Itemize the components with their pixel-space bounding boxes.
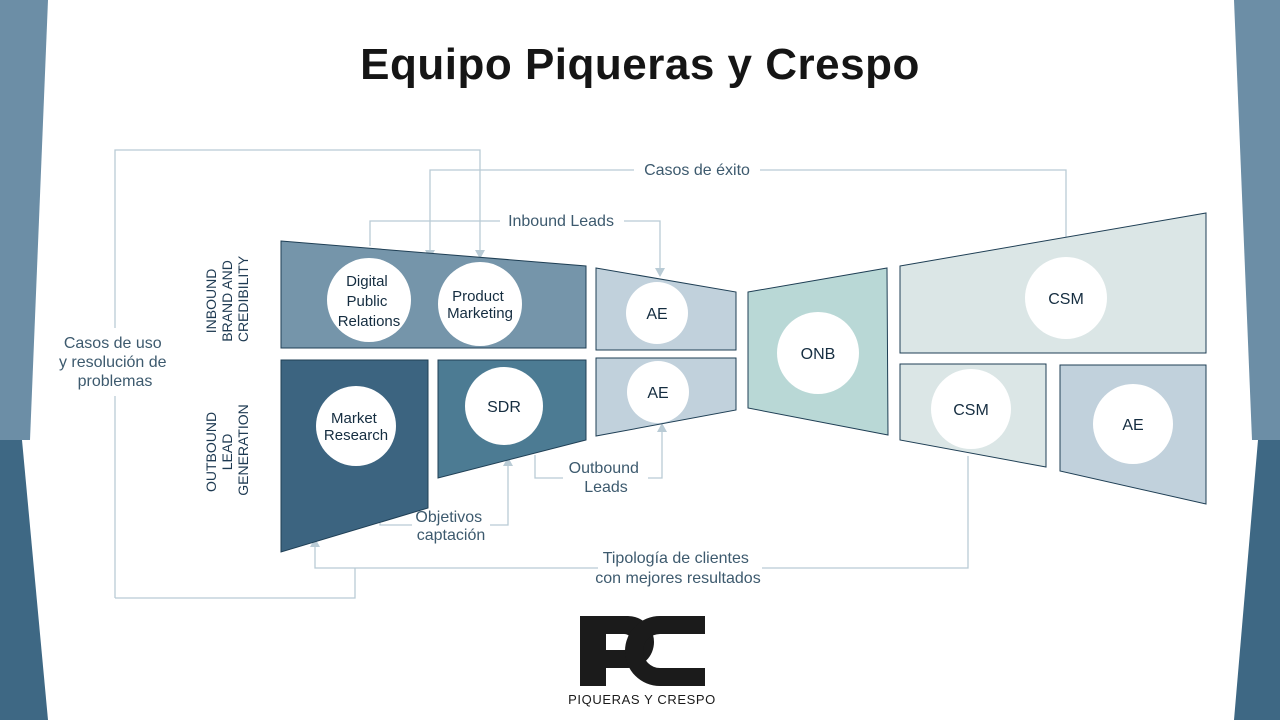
- digital-pr-circle: [327, 258, 411, 342]
- inbound-leads-label: Inbound Leads: [508, 213, 614, 230]
- right-bar-bottom: [1234, 440, 1280, 720]
- outbound-side-label: OUTBOUND LEAD GENERATION: [203, 404, 251, 496]
- connector-casos-exito-right: [760, 169, 1067, 238]
- csm-top-label: CSM: [1048, 291, 1084, 308]
- left-bar-top: [0, 0, 48, 440]
- ae-bottom-circle: [627, 361, 689, 423]
- ae-right-label: AE: [1122, 417, 1143, 434]
- inbound-shape: [280, 240, 587, 349]
- onb-label: ONB: [801, 346, 836, 363]
- product-marketing-label: Product Marketing: [447, 288, 513, 322]
- connector-casos-exito-left: [429, 169, 634, 252]
- sdr-label: SDR: [487, 399, 521, 416]
- page-title: Equipo Piqueras y Crespo: [360, 40, 920, 89]
- connector-inbound-right: [624, 220, 661, 270]
- connector-inbound-left: [369, 220, 500, 246]
- market-research-circle: [316, 386, 396, 466]
- outbound-leads-label: Outbound Leads: [569, 460, 644, 496]
- arrow-ae-top: [655, 268, 665, 277]
- right-bar-top: [1234, 0, 1280, 440]
- ae-top-label: AE: [646, 306, 667, 323]
- connector-tipologia-right: [762, 456, 969, 569]
- ae-bottom-label: AE: [647, 385, 668, 402]
- objetivos-label: Objetivos captación: [415, 509, 486, 544]
- digital-pr-label: Digital Public Relations: [338, 273, 401, 330]
- arrow-product-marketing: [475, 250, 485, 259]
- casos-uso-label: Casos de uso y resolución de problemas: [59, 335, 171, 390]
- left-bar-bottom: [0, 440, 48, 720]
- csm-bottom-label: CSM: [953, 402, 989, 419]
- csm-top-circle: [1025, 257, 1107, 339]
- logo-wordmark: PIQUERAS Y CRESPO: [568, 692, 716, 707]
- inbound-side-label: INBOUND BRAND AND CREDIBILITY: [203, 255, 251, 342]
- pc-logo-mark: [580, 616, 705, 686]
- arrow-ae-bottom: [657, 423, 667, 432]
- casos-exito-label: Casos de éxito: [644, 162, 750, 179]
- connector-tipologia-left: [314, 545, 598, 569]
- connector-outbound-left: [534, 455, 563, 479]
- csm-bottom-circle: [931, 369, 1011, 449]
- arrow-market-research: [310, 538, 320, 547]
- market-research-label: Market Research: [324, 410, 388, 444]
- sdr-circle: [465, 367, 543, 445]
- tipologia-label: Tipología de clientes con mejores result…: [595, 550, 760, 587]
- connector-objetivos-right: [490, 464, 509, 526]
- connector-casos-uso-bottom: [115, 568, 356, 599]
- arrow-sdr: [503, 457, 513, 466]
- connector-outbound-right: [648, 430, 663, 479]
- onb-circle: [777, 312, 859, 394]
- ae-top-circle: [626, 282, 688, 344]
- ae-right-circle: [1093, 384, 1173, 464]
- casos-uso-bg: [62, 328, 174, 396]
- product-marketing-circle: [438, 262, 522, 346]
